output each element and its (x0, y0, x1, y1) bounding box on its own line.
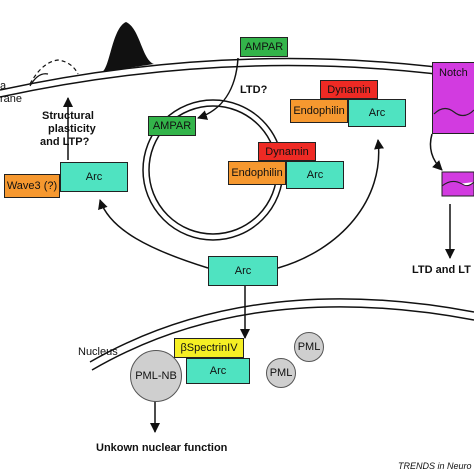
cleaved-notch (441, 171, 474, 197)
arc-nucleus-box: Arc (186, 358, 250, 384)
credit-label: TRENDS in Neuro (398, 461, 472, 471)
pml-circle-1: PML (294, 332, 324, 362)
nucleus-label: Nucleus (78, 346, 118, 358)
endophilin-vesicle-box: Endophilin (228, 161, 286, 185)
spectrin-box: βSpectrinIV (174, 338, 244, 358)
nuclear-envelope-inner (91, 306, 474, 371)
ltd-and-ltp-label: LTD and LT (412, 264, 471, 276)
dynamin-vesicle-box: Dynamin (258, 142, 316, 161)
arrow-arc-to-endocytosis (277, 139, 385, 269)
wave3-box: Wave3 (?) (4, 174, 60, 198)
structural-label-line1: Structural (42, 110, 94, 122)
membrane-bump (29, 73, 49, 87)
arrow-notch-down (429, 133, 443, 171)
ampar-vesicle-box: AMPAR (148, 116, 196, 136)
notch-wave (433, 107, 474, 117)
unknown-nuclear-function-label: Unkown nuclear function (96, 442, 228, 454)
arc-center-box: Arc (208, 256, 278, 286)
membrane-label-line1: a (0, 80, 7, 92)
structural-label-line3: and LTP? (40, 136, 90, 148)
dynamin-top-box: Dynamin (320, 80, 378, 99)
arc-top-box: Arc (348, 99, 406, 127)
ampar-membrane-box: AMPAR (240, 37, 288, 57)
nuclear-envelope-outer (89, 298, 474, 363)
dashed-spine-outline (29, 59, 79, 85)
arc-wave3-box: Arc (60, 162, 128, 192)
ltd-question-label: LTD? (240, 84, 268, 96)
pml-nb-circle: PML-NB (130, 350, 182, 402)
black-spine (102, 22, 154, 72)
endophilin-top-box: Endophilin (290, 99, 348, 123)
arrow-arc-to-wave3 (98, 199, 209, 269)
plasma-membrane-inner (0, 64, 474, 98)
notch-box: Notch (432, 62, 474, 134)
arrow-ampar-to-vesicle (197, 57, 239, 120)
membrane-label-line2: rane (0, 93, 23, 105)
arc-vesicle-box: Arc (286, 161, 344, 189)
structural-label-line2: plasticity (48, 123, 96, 135)
pml-circle-2: PML (266, 358, 296, 388)
